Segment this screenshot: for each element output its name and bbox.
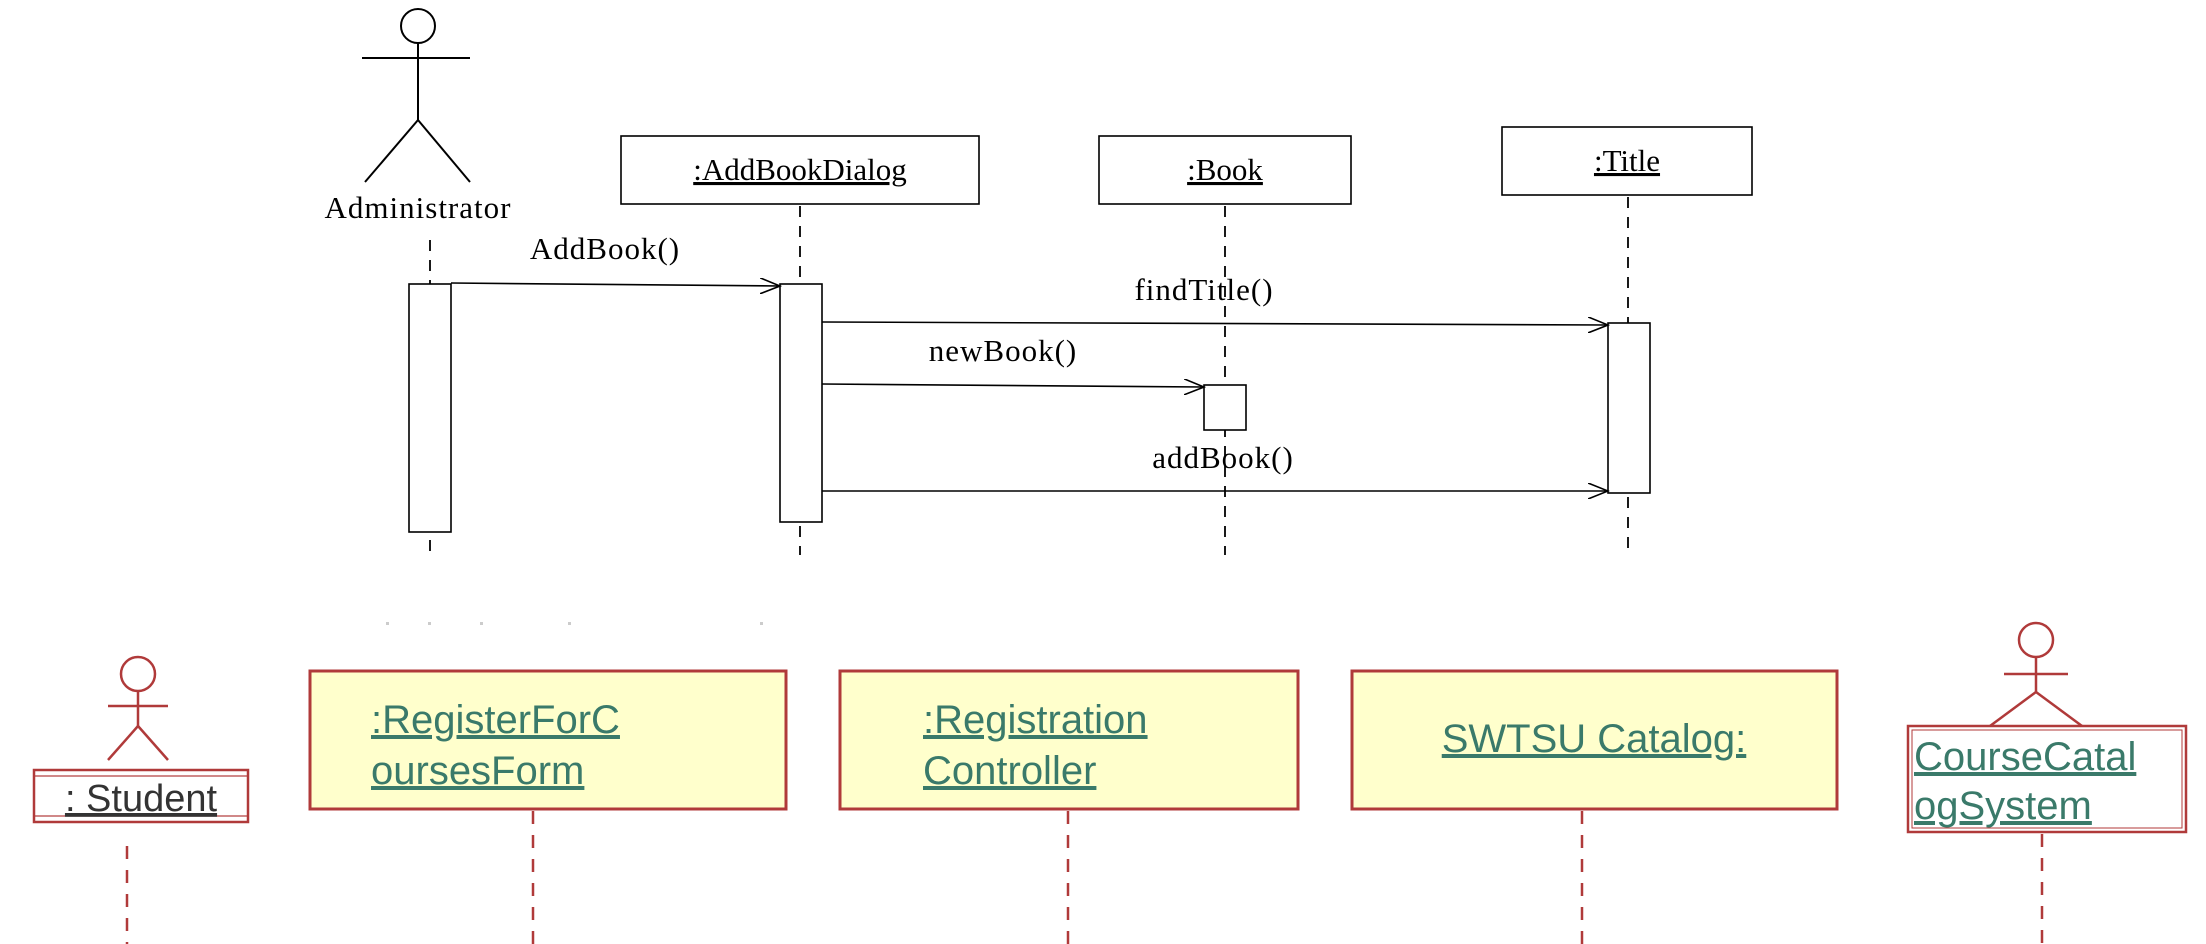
object-label-line2: Controller (923, 749, 1096, 793)
object-swtsucatalog: SWTSU Catalog: (1350, 669, 1839, 811)
administrator-actor (362, 8, 471, 183)
messages (450, 283, 1608, 491)
actor-left-leg (364, 119, 419, 183)
book-activation (1203, 384, 1247, 431)
object-label-line1: :Registration (923, 698, 1148, 742)
object-registrationcontroller: :Registration Controller (838, 669, 1300, 811)
actor-right-leg (2035, 690, 2083, 728)
actor-head (400, 8, 436, 44)
newbook-message-label: newBook() (929, 333, 1077, 368)
object-label: :Title (1594, 143, 1660, 178)
coursecatalogsystem-label-line1: CourseCatal (1914, 735, 2136, 779)
bottom-lifelines (125, 811, 2044, 944)
activation-bars (408, 283, 1651, 533)
object-label-line1: :RegisterForC (371, 698, 620, 742)
actor-head (119, 655, 157, 693)
student-label: : Student (65, 778, 218, 820)
student-actor-figure (107, 655, 169, 761)
findtitle-message-arrow (821, 322, 1608, 325)
coursecatalogsystem-label-box: CourseCatal ogSystem (1906, 724, 2188, 834)
title-activation (1607, 322, 1651, 494)
actor-left-leg (1989, 690, 2037, 728)
actor-right-leg (137, 725, 169, 761)
object-label: :AddBookDialog (693, 152, 907, 187)
object-label: SWTSU Catalog: (1442, 717, 1747, 761)
actor-head (2017, 621, 2055, 659)
findtitle-message-label: findTitle() (1134, 272, 1273, 307)
separator-dots (386, 622, 763, 625)
object-label: :Book (1187, 152, 1263, 187)
object-registerforcoursesform: :RegisterForC oursesForm (308, 669, 788, 811)
top-sequence-diagram: Administrator :AddBookDialog :Book :Titl… (325, 8, 1753, 555)
coursecatalogsystem-label-line2: ogSystem (1914, 784, 2092, 828)
object-label-line2: oursesForm (371, 749, 584, 793)
administrator-label: Administrator (325, 190, 512, 225)
newbook-message-arrow (821, 384, 1204, 387)
administrator-activation (408, 283, 452, 533)
actor-left-leg (107, 725, 139, 761)
student-label-box: : Student (32, 768, 250, 824)
coursecatalogsystem-actor-figure (1989, 621, 2083, 728)
addbookdialog-activation (779, 283, 823, 523)
actor-right-leg (417, 119, 471, 183)
addbook-message-label: AddBook() (530, 231, 680, 266)
bottom-sequence-diagram: : Student :RegisterForC oursesForm :Regi… (32, 621, 2188, 944)
addbook-message-arrow (450, 283, 780, 286)
object-addbookdialog: :AddBookDialog (620, 135, 980, 205)
object-title: :Title (1501, 126, 1753, 196)
addbook2-message-label: addBook() (1152, 440, 1294, 475)
object-book: :Book (1098, 135, 1352, 205)
